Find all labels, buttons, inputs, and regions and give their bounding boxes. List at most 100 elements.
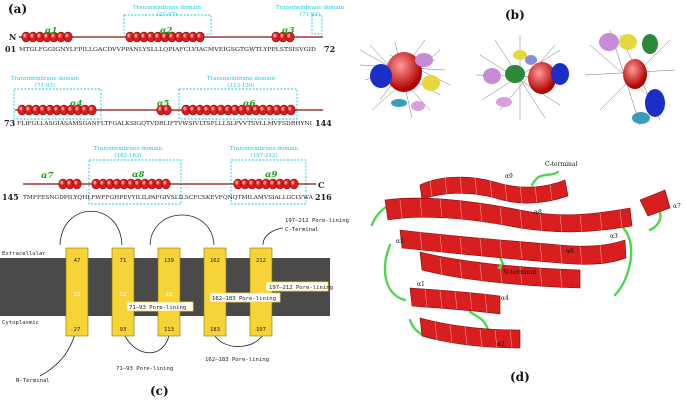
segment-name: S1 [74, 292, 81, 298]
violet-surface [415, 53, 433, 67]
segment-bottom: 197 [256, 327, 266, 333]
helix-label: α7 [41, 171, 54, 181]
pink-surface [496, 97, 512, 107]
tm-box-162-183 [88, 159, 182, 205]
tm-segment-s3: 139 S3 113 [157, 247, 181, 337]
helix-alpha9-label: α9 [505, 173, 513, 180]
helix-alpha7-label: α7 [673, 203, 681, 210]
blue-surface [551, 63, 569, 85]
segment-name: S3 [166, 292, 173, 298]
n-terminal-label: N-terminal [503, 269, 536, 276]
red-surface [623, 59, 647, 89]
helix-alpha7 [58, 178, 82, 190]
pore-tag [265, 281, 329, 292]
segment-top: 47 [74, 258, 81, 264]
helix-label: α5 [157, 99, 170, 109]
violet-surface [599, 33, 619, 51]
tm-range: (71-93) [35, 82, 55, 89]
pore-label-s5: 197–212 Pore-lining [269, 285, 333, 291]
helix-alpha5-label: α5 [396, 238, 404, 245]
helix-alpha9 [233, 178, 299, 190]
tm-range: (71-93) [300, 11, 320, 18]
pore-tag [209, 292, 281, 303]
pore-label-197-212-top: 197–212 Pore-lining [285, 218, 349, 224]
purple-surface [525, 55, 537, 65]
segment-top: 212 [256, 258, 266, 264]
segment-bottom: 183 [210, 327, 220, 333]
seq-end: 216 [315, 192, 332, 202]
tm-title: Transmembrane domain [207, 76, 276, 82]
c-terminal-label: C-Terminal [285, 227, 319, 233]
tm-title: Transmembrane domain [11, 76, 80, 82]
panel-a-row-3: Transmembrane domain (162-183) Transmemb… [2, 146, 332, 205]
helix-alpha2-label: α2 [497, 341, 505, 348]
helix-label: α2 [160, 26, 173, 36]
teal-surface [391, 99, 407, 107]
pore-label-71-93-bottom: 71–93 Pore-lining [116, 366, 173, 372]
seq-start: 73 [4, 118, 16, 128]
tm-box-27-47 [123, 14, 212, 35]
blue-surface [370, 64, 392, 88]
helix-alpha4 [17, 104, 97, 116]
tm-box-71-93 [311, 14, 323, 35]
sequence-row-3: TMFFESNGDPILYQHLFWFFGHPEVYILILPAFGIVSLIL… [23, 195, 313, 201]
blue-surface [645, 89, 665, 117]
segment-name: S2 [120, 292, 127, 298]
pore-tag [126, 301, 194, 312]
helix-label: α6 [243, 99, 256, 109]
tm-segment-s2: 71 S2 93 [111, 247, 135, 337]
n-terminal-label: N-Terminal [16, 378, 50, 384]
teal-surface [632, 112, 650, 124]
helix-label: α9 [265, 170, 278, 180]
panel-label-c: (c) [150, 384, 169, 398]
pore-label-s2: 71–93 Pore-lining [129, 305, 186, 311]
pore-label-162-183-bottom: 162–183 Pore-lining [205, 357, 269, 363]
green-surface [505, 65, 525, 83]
pore-label-s4: 162–183 Pore-lining [212, 296, 276, 302]
helix-alpha6-label: α6 [566, 248, 574, 255]
red-surface [386, 52, 422, 92]
helix-alpha6 [181, 104, 296, 116]
seq-end: 72 [324, 44, 335, 54]
yellow-surface [619, 34, 637, 50]
tm-title: Transmembrane domain [230, 146, 299, 152]
helix-label: α8 [132, 170, 145, 180]
tm-title: Transmembrane domain [94, 146, 163, 152]
segment-bottom: 93 [120, 327, 127, 333]
segment-top: 139 [164, 258, 174, 264]
c-terminus-label: C [318, 180, 324, 190]
helix-alpha3-label: α3 [610, 233, 618, 240]
extracellular-label: Extracellular [2, 251, 46, 257]
yellow-surface [422, 75, 440, 91]
tm-range: (162-183) [114, 152, 141, 159]
red-surface [528, 62, 556, 94]
helix-alpha4-label: α4 [501, 295, 509, 302]
seq-start: 145 [2, 192, 19, 202]
surface-model-view-3 [584, 29, 676, 126]
ribbon-structure [370, 170, 671, 349]
seq-start: 01 [5, 44, 16, 54]
panel-a-row-1: Transmembrane domain (27-47) Transmembra… [5, 5, 345, 54]
membrane-label: Membrane [278, 319, 306, 325]
panel-a-row-2: Transmembrane domain (71-93) Transmembra… [4, 76, 332, 128]
panel-label-d: (d) [510, 370, 530, 384]
seq-end: 144 [315, 118, 332, 128]
tm-box-113-139 [178, 88, 298, 120]
segment-bottom: 27 [74, 327, 81, 333]
helix-label: α3 [282, 26, 295, 36]
tm-title: Transmembrane domain [276, 5, 345, 11]
n-terminus-label: N [9, 32, 16, 42]
panel-label-b: (b) [505, 8, 525, 22]
surface-model-view-2 [475, 35, 569, 120]
tm-segment-s4: 162 S4 183 [203, 247, 227, 337]
violet-surface [483, 68, 501, 84]
segment-bottom: 113 [164, 327, 174, 333]
c-terminal-label: C-terminal [545, 161, 577, 168]
sequence-row-2: FLIFGLLASGIASAMSGANFLTFGALKSIGQTVDRLIFTV… [17, 121, 312, 127]
pink-surface [411, 101, 425, 111]
tm-range: (27-47) [157, 11, 177, 18]
helix-alpha8 [91, 178, 171, 190]
n-terminal-arrow [497, 262, 503, 270]
helix-label: α4 [70, 99, 83, 109]
tm-range: (197-212) [250, 152, 277, 159]
